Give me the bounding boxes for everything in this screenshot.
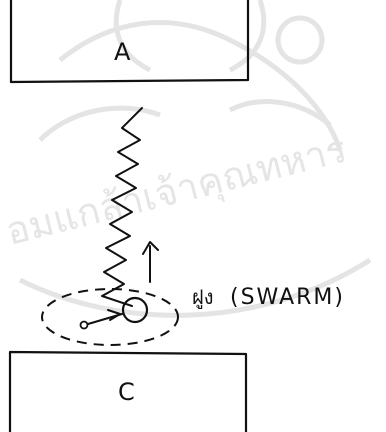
- swarm-boundary: [41, 288, 179, 346]
- box-a-label: A: [114, 38, 131, 66]
- box-c: [8, 350, 248, 432]
- swarm-label-en: (SWARM): [230, 285, 345, 310]
- swarm-label-thai: ฝูง: [192, 285, 213, 310]
- box-a: [9, 0, 250, 84]
- watermark-seal: อมแกล้าเจ้าคุณทหาร: [2, 0, 372, 318]
- arrow-inner: [79, 309, 123, 330]
- box-c-label: C: [118, 378, 135, 406]
- spring-zigzag: [101, 107, 143, 307]
- swarm-circle: [121, 296, 149, 324]
- arrow-up: [142, 241, 159, 283]
- watermark-text: อมแกล้าเจ้าคุณทหาร: [2, 127, 352, 255]
